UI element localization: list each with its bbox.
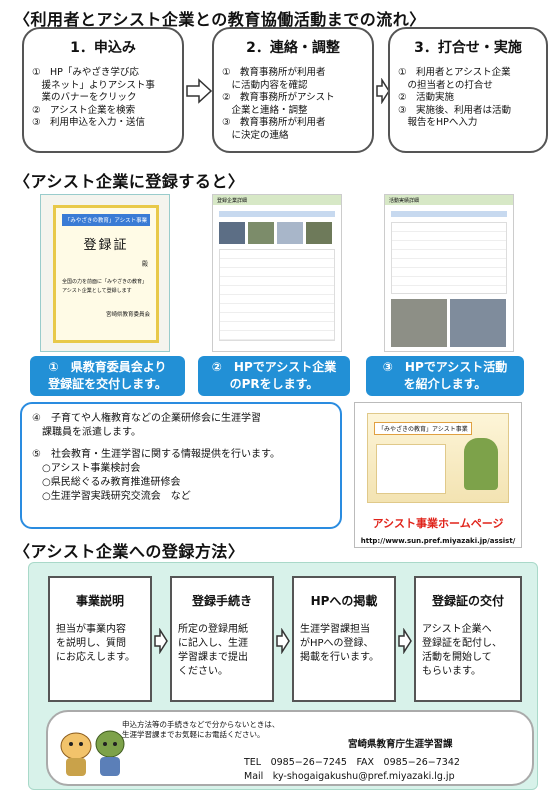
certificate-title: 登録証	[83, 238, 129, 253]
certificate-text: 全国の力を前面に「みやざきの教育」 アシスト企業として登録します	[62, 279, 148, 294]
hp-label: アシスト事業ホームページ	[372, 517, 504, 530]
register-heading: 〈アシスト企業への登録方法〉	[14, 542, 245, 561]
certificate-paper: 「みやざきの教育」アシスト事業 登録証 殿 全国の力を前面に「みやざきの教育」 …	[53, 205, 159, 343]
hp-page-header: 登録企業詳細	[213, 195, 341, 205]
benefit-caption-3: ③ HPでアシスト活動 を紹介します。	[366, 356, 524, 396]
contact-note-2: 生涯学習課までお気軽にお電話ください。	[122, 730, 265, 739]
contact-tel-fax: TEL 0985−26−7245 FAX 0985−26−7342	[244, 757, 460, 768]
register-step-procedure: 登録手続き 所定の登録用紙 に記入し、生涯 学習課まで提出 ください。	[170, 576, 274, 702]
hp-activity-page-image: 活動実績詳細	[384, 194, 514, 352]
flow-step-text: ① 利用者とアシスト企業 の担当者との打合せ ② 活動実施 ③ 実施後、利用者は…	[398, 67, 512, 128]
flow-heading: 〈利用者とアシスト企業との教育協働活動までの流れ〉	[14, 10, 426, 29]
mascot-icon	[58, 722, 132, 778]
benefit-item-4: ④ 子育てや人権教育などの企業研修会に生涯学習 課職員を派遣します。	[32, 413, 261, 438]
right-arrow-icon	[376, 78, 390, 104]
flow-step-title: 3．打合せ・実施	[414, 40, 522, 56]
benefit-caption-1: ① 県教育委員会より 登録証を交付します。	[30, 356, 185, 396]
hp-page-header: 活動実績詳細	[385, 195, 513, 205]
certificate-suffix: 殿	[141, 261, 148, 268]
flow-step-text: ① 教育事務所が利用者 に活動内容を確認 ② 教育事務所がアシスト 企業と連絡・…	[222, 67, 335, 141]
hp-thumbnail-panel	[376, 444, 446, 494]
hp-url[interactable]: http://www.sun.pref.miyazaki.jp/assist/	[360, 537, 516, 545]
flow-step-apply: 1．申込み ① HP「みやざき学び応 援ネット」よりアシスト事 業のバナーをクリ…	[22, 27, 184, 153]
hp-info-table	[391, 222, 507, 294]
flow-step-title: 1．申込み	[70, 40, 136, 56]
register-step-publish: HPへの掲載 生涯学習課担当 がHPへの登録、 掲載を行います。	[292, 576, 396, 702]
hp-photo-row	[219, 222, 335, 244]
register-step-title: 事業説明	[75, 594, 124, 608]
hp-info-table	[219, 249, 335, 341]
benefits-info-box: ④ 子育てや人権教育などの企業研修会に生涯学習 課職員を派遣します。 ⑤ 社会教…	[20, 402, 342, 529]
contact-office: 宮崎県教育庁生涯学習課	[348, 739, 453, 750]
certificate-image: 「みやざきの教育」アシスト事業 登録証 殿 全国の力を前面に「みやざきの教育」 …	[40, 194, 170, 352]
right-arrow-icon	[154, 628, 168, 654]
register-step-title: 登録手続き	[191, 594, 252, 608]
flow-step-text: ① HP「みやざき学び応 援ネット」よりアシスト事 業のバナーをクリック ② ア…	[32, 67, 155, 128]
certificate-issuer: 宮崎県教育委員会	[105, 312, 150, 318]
benefit-item-5-list: ○アシスト事業検討会 ○県民総ぐるみ教育推進研修会 ○生涯学習実践研究交流会 な…	[41, 463, 191, 502]
hp-page-bar	[219, 211, 335, 217]
flow-step-title: 2．連絡・調整	[246, 40, 340, 56]
contact-note-1: 申込方法等の手続きなどで分からないときは、	[122, 720, 280, 729]
hp-screenshot: 「みやざきの教育」アシスト事業 アシスト事業ホームページ http://www.…	[354, 402, 522, 548]
hp-company-page-image: 登録企業詳細	[212, 194, 342, 352]
mascot-icon	[464, 438, 498, 490]
hp-page-bar	[391, 211, 507, 217]
hp-thumbnail-banner: 「みやざきの教育」アシスト事業	[374, 422, 472, 435]
contact-box: 申込方法等の手続きなどで分からないときは、 生涯学習課までお気軽にお電話ください…	[46, 710, 534, 786]
register-step-title: HPへの掲載	[310, 594, 378, 608]
benefits-heading: 〈アシスト企業に登録すると〉	[14, 172, 245, 191]
flow-step-coordinate: 2．連絡・調整 ① 教育事務所が利用者 に活動内容を確認 ② 教育事務所がアシス…	[212, 27, 374, 153]
register-step-title: 登録証の交付	[431, 594, 504, 608]
right-arrow-icon	[276, 628, 290, 654]
register-step-text: 所定の登録用紙 に記入し、生涯 学習課まで提出 ください。	[178, 624, 248, 677]
right-arrow-icon	[186, 78, 212, 104]
hp-photo-row	[391, 299, 507, 347]
register-step-issue: 登録証の交付 アシスト企業へ 登録証を配付し、 活動を開始して もらいます。	[414, 576, 522, 702]
benefit-caption-2: ② HPでアシスト企業 のPRをします。	[198, 356, 350, 396]
register-step-text: 生涯学習課担当 がHPへの登録、 掲載を行います。	[300, 624, 379, 663]
flow-step-implement: 3．打合せ・実施 ① 利用者とアシスト企業 の担当者との打合せ ② 活動実施 ③…	[388, 27, 548, 153]
hp-thumbnail: 「みやざきの教育」アシスト事業	[367, 413, 509, 503]
benefit-item-5: ⑤ 社会教育・生涯学習に関する情報提供を行います。	[32, 449, 280, 460]
contact-mail[interactable]: Mail ky-shogaigakushu@pref.miyazaki.lg.j…	[244, 771, 455, 782]
certificate-banner: 「みやざきの教育」アシスト事業	[62, 214, 150, 226]
register-step-text: 担当が事業内容 を説明し、質問 にお応えします。	[56, 624, 135, 663]
register-step-text: アシスト企業へ 登録証を配付し、 活動を開始して もらいます。	[422, 624, 502, 677]
register-step-explain: 事業説明 担当が事業内容 を説明し、質問 にお応えします。	[48, 576, 152, 702]
right-arrow-icon	[398, 628, 412, 654]
